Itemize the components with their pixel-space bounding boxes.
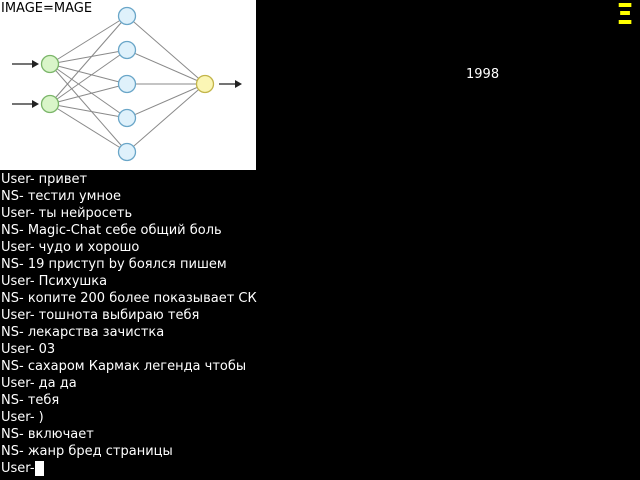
chat-message: Userпривет	[1, 171, 631, 188]
chat-message: NSтебя	[1, 392, 631, 409]
message-speaker: NS	[1, 427, 28, 442]
input-arrow-icon	[32, 60, 39, 68]
connection-line	[49, 15, 128, 65]
connection-line	[126, 83, 206, 119]
output-arrow-icon	[235, 80, 242, 88]
connection-line	[49, 63, 128, 119]
neural-network-diagram	[12, 6, 242, 162]
connection-line	[126, 83, 206, 153]
chat-message: NS19 приступ by боялся пишем	[1, 256, 631, 273]
message-text: лекарства зачистка	[27, 325, 165, 340]
message-speaker: NS	[1, 393, 28, 408]
image-caption: IMAGE=MAGE	[1, 1, 93, 16]
hidden-node	[117, 40, 137, 60]
hidden-node	[117, 74, 137, 94]
connection-line	[49, 63, 128, 85]
message-text: привет	[38, 172, 88, 187]
message-speaker: User	[1, 342, 39, 357]
message-speaker: NS	[1, 291, 28, 306]
message-speaker: User	[1, 206, 39, 221]
chat-message: NSсахаром Кармак легенда чтобы	[1, 358, 631, 375]
connection-line	[49, 15, 128, 105]
message-speaker: User	[1, 308, 39, 323]
connection-line	[49, 49, 128, 105]
message-speaker: User	[1, 240, 39, 255]
message-text: тебя	[27, 393, 60, 408]
menu-icon[interactable]: Ξ	[616, 0, 634, 31]
message-text: жанр бред страницы	[27, 444, 173, 459]
chat-message: NSтестил умное	[1, 188, 631, 205]
connection-line	[49, 103, 128, 153]
message-speaker: User	[1, 376, 39, 391]
chat-log: UserприветNSтестил умноеUserты нейросеть…	[1, 171, 631, 477]
message-text: 03	[38, 342, 56, 357]
chat-message: NSMagic-Chat себе общий боль	[1, 222, 631, 239]
chat-messages: UserприветNSтестил умноеUserты нейросеть…	[1, 171, 631, 460]
message-text: )	[38, 410, 44, 425]
chat-message: UserПсихушка	[1, 273, 631, 290]
input-arrow-icon	[32, 100, 39, 108]
connection-line	[126, 15, 206, 85]
chat-message: NSкопите 200 более показывает СК	[1, 290, 631, 307]
input-node	[40, 54, 60, 74]
chat-message: NSжанр бред страницы	[1, 443, 631, 460]
chat-message: Userчудо и хорошо	[1, 239, 631, 256]
message-text: чудо и хорошо	[38, 240, 140, 255]
message-speaker: NS	[1, 257, 28, 272]
connection-line	[49, 63, 128, 153]
message-speaker: NS	[1, 444, 28, 459]
chat-message: Userтошнота выбираю тебя	[1, 307, 631, 324]
message-speaker: User	[1, 274, 39, 289]
message-text: сахаром Кармак легенда чтобы	[27, 359, 247, 374]
message-speaker: NS	[1, 223, 28, 238]
neural-network-image: IMAGE=MAGE	[0, 0, 256, 170]
chat-message: Userты нейросеть	[1, 205, 631, 222]
hidden-node	[117, 108, 137, 128]
message-text: Magic-Chat себе общий боль	[27, 223, 222, 238]
connection-line	[49, 83, 128, 105]
chat-input-line[interactable]: User	[1, 460, 631, 477]
message-speaker: NS	[1, 359, 28, 374]
text-cursor	[34, 461, 44, 476]
hidden-node	[117, 6, 137, 26]
message-speaker: NS	[1, 325, 28, 340]
output-node	[195, 74, 215, 94]
connection-line	[49, 49, 128, 65]
input-node	[40, 94, 60, 114]
connection-line	[126, 49, 206, 85]
message-speaker: User	[1, 410, 39, 425]
connection-line	[49, 103, 128, 119]
message-text: ты нейросеть	[38, 206, 133, 221]
message-text: копите 200 более показывает СК	[27, 291, 257, 306]
message-speaker: User	[1, 172, 39, 187]
hidden-node	[117, 142, 137, 162]
message-text: тошнота выбираю тебя	[38, 308, 200, 323]
chat-message: User03	[1, 341, 631, 358]
chat-message: NSвключает	[1, 426, 631, 443]
message-text: 19 приступ by боялся пишем	[27, 257, 227, 272]
chat-message: User)	[1, 409, 631, 426]
message-text: тестил умное	[27, 189, 121, 204]
chat-message: NSлекарства зачистка	[1, 324, 631, 341]
message-text: да да	[38, 376, 77, 391]
message-speaker: NS	[1, 189, 28, 204]
year-label: 1998	[466, 67, 500, 82]
input-speaker-label: User	[1, 460, 35, 477]
message-text: включает	[27, 427, 94, 442]
message-text: Психушка	[38, 274, 108, 289]
chat-message: Userда да	[1, 375, 631, 392]
